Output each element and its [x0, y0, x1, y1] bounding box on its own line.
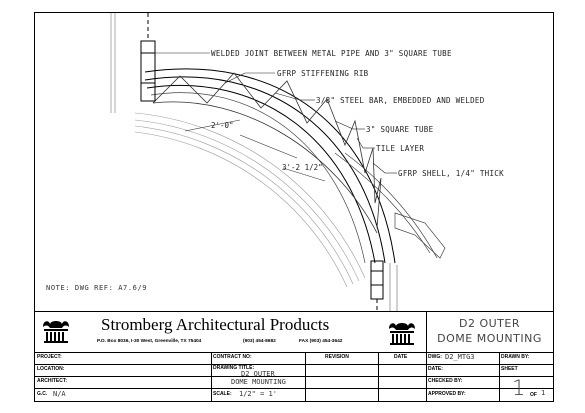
company-phone: (903) 454-8682 — [243, 339, 276, 344]
gc-label: G.C. — [37, 391, 48, 397]
sheet-of-label: OF — [530, 392, 537, 398]
label-welded-joint: WELDED JOINT BETWEEN METAL PIPE AND 3" S… — [211, 49, 452, 58]
dwg-label: DWG: — [428, 354, 442, 360]
contract-label: CONTRACT NO: — [213, 354, 252, 360]
sheet-total: 1 — [541, 389, 546, 397]
header-title-line1: D2 OUTER — [459, 317, 520, 330]
company-fax: FAX (903) 454-3642 — [299, 339, 343, 344]
company-address: P.O. Box 8036, I-30 West, Greenville, TX… — [97, 339, 202, 344]
drawing-sheet: WELDED JOINT BETWEEN METAL PIPE AND 3" S… — [34, 12, 554, 402]
dome-section-drawing — [110, 13, 446, 311]
date-label: DATE — [394, 354, 408, 360]
approved-by-label: APPROVED BY: — [428, 391, 466, 397]
company-name: Stromberg Architectural Products — [101, 315, 330, 334]
architect-label: ARCHITECT: — [37, 378, 67, 384]
revision-label: REVISION — [325, 354, 349, 360]
location-label: LOCATION: — [37, 366, 65, 372]
drawing-note: NOTE: DWG REF: A7.6/9 — [46, 284, 148, 292]
label-gfrp-stiffening-rib: GFRP STIFFENING RIB — [277, 69, 369, 78]
label-steel-bar: 3/8" STEEL BAR, EMBEDDED AND WELDED — [316, 96, 485, 105]
gc-value: N/A — [53, 390, 66, 398]
label-gfrp-shell: GFRP SHELL, 1/4" THICK — [398, 169, 504, 178]
dimension-3ft: 3'-2 1/2" — [282, 163, 323, 172]
drawing-title-line2: DOME MOUNTING — [231, 378, 286, 386]
drawn-by-label: DRAWN BY: — [501, 354, 530, 360]
project-label: PROJECT: — [37, 354, 62, 360]
dwg-value: D2_MTG3 — [445, 353, 475, 361]
sheet-label: SHEET — [501, 366, 518, 372]
sheet-number: 1 — [512, 376, 526, 400]
drawing-area: WELDED JOINT BETWEEN METAL PIPE AND 3" S… — [35, 13, 553, 311]
header-title-line2: DOME MOUNTING — [437, 332, 542, 345]
scale-value: 1/2" = 1' — [239, 390, 277, 398]
drawing-title-line1: D2 OUTER — [241, 370, 275, 378]
company-logo-icon — [43, 321, 69, 343]
drawing-title-label: DRAWING TITLE: — [213, 365, 255, 371]
scale-label: SCALE: — [213, 391, 232, 397]
label-tile-layer: TILE LAYER — [376, 144, 425, 153]
company-logo-right-icon — [389, 323, 415, 345]
date2-label: DATE: — [428, 366, 443, 372]
dimension-2ft: 2'-0" — [211, 121, 234, 130]
label-square-tube: 3" SQUARE TUBE — [366, 125, 434, 134]
title-block: Stromberg Architectural Products P.O. Bo… — [35, 311, 553, 401]
checked-by-label: CHECKED BY: — [428, 378, 463, 384]
